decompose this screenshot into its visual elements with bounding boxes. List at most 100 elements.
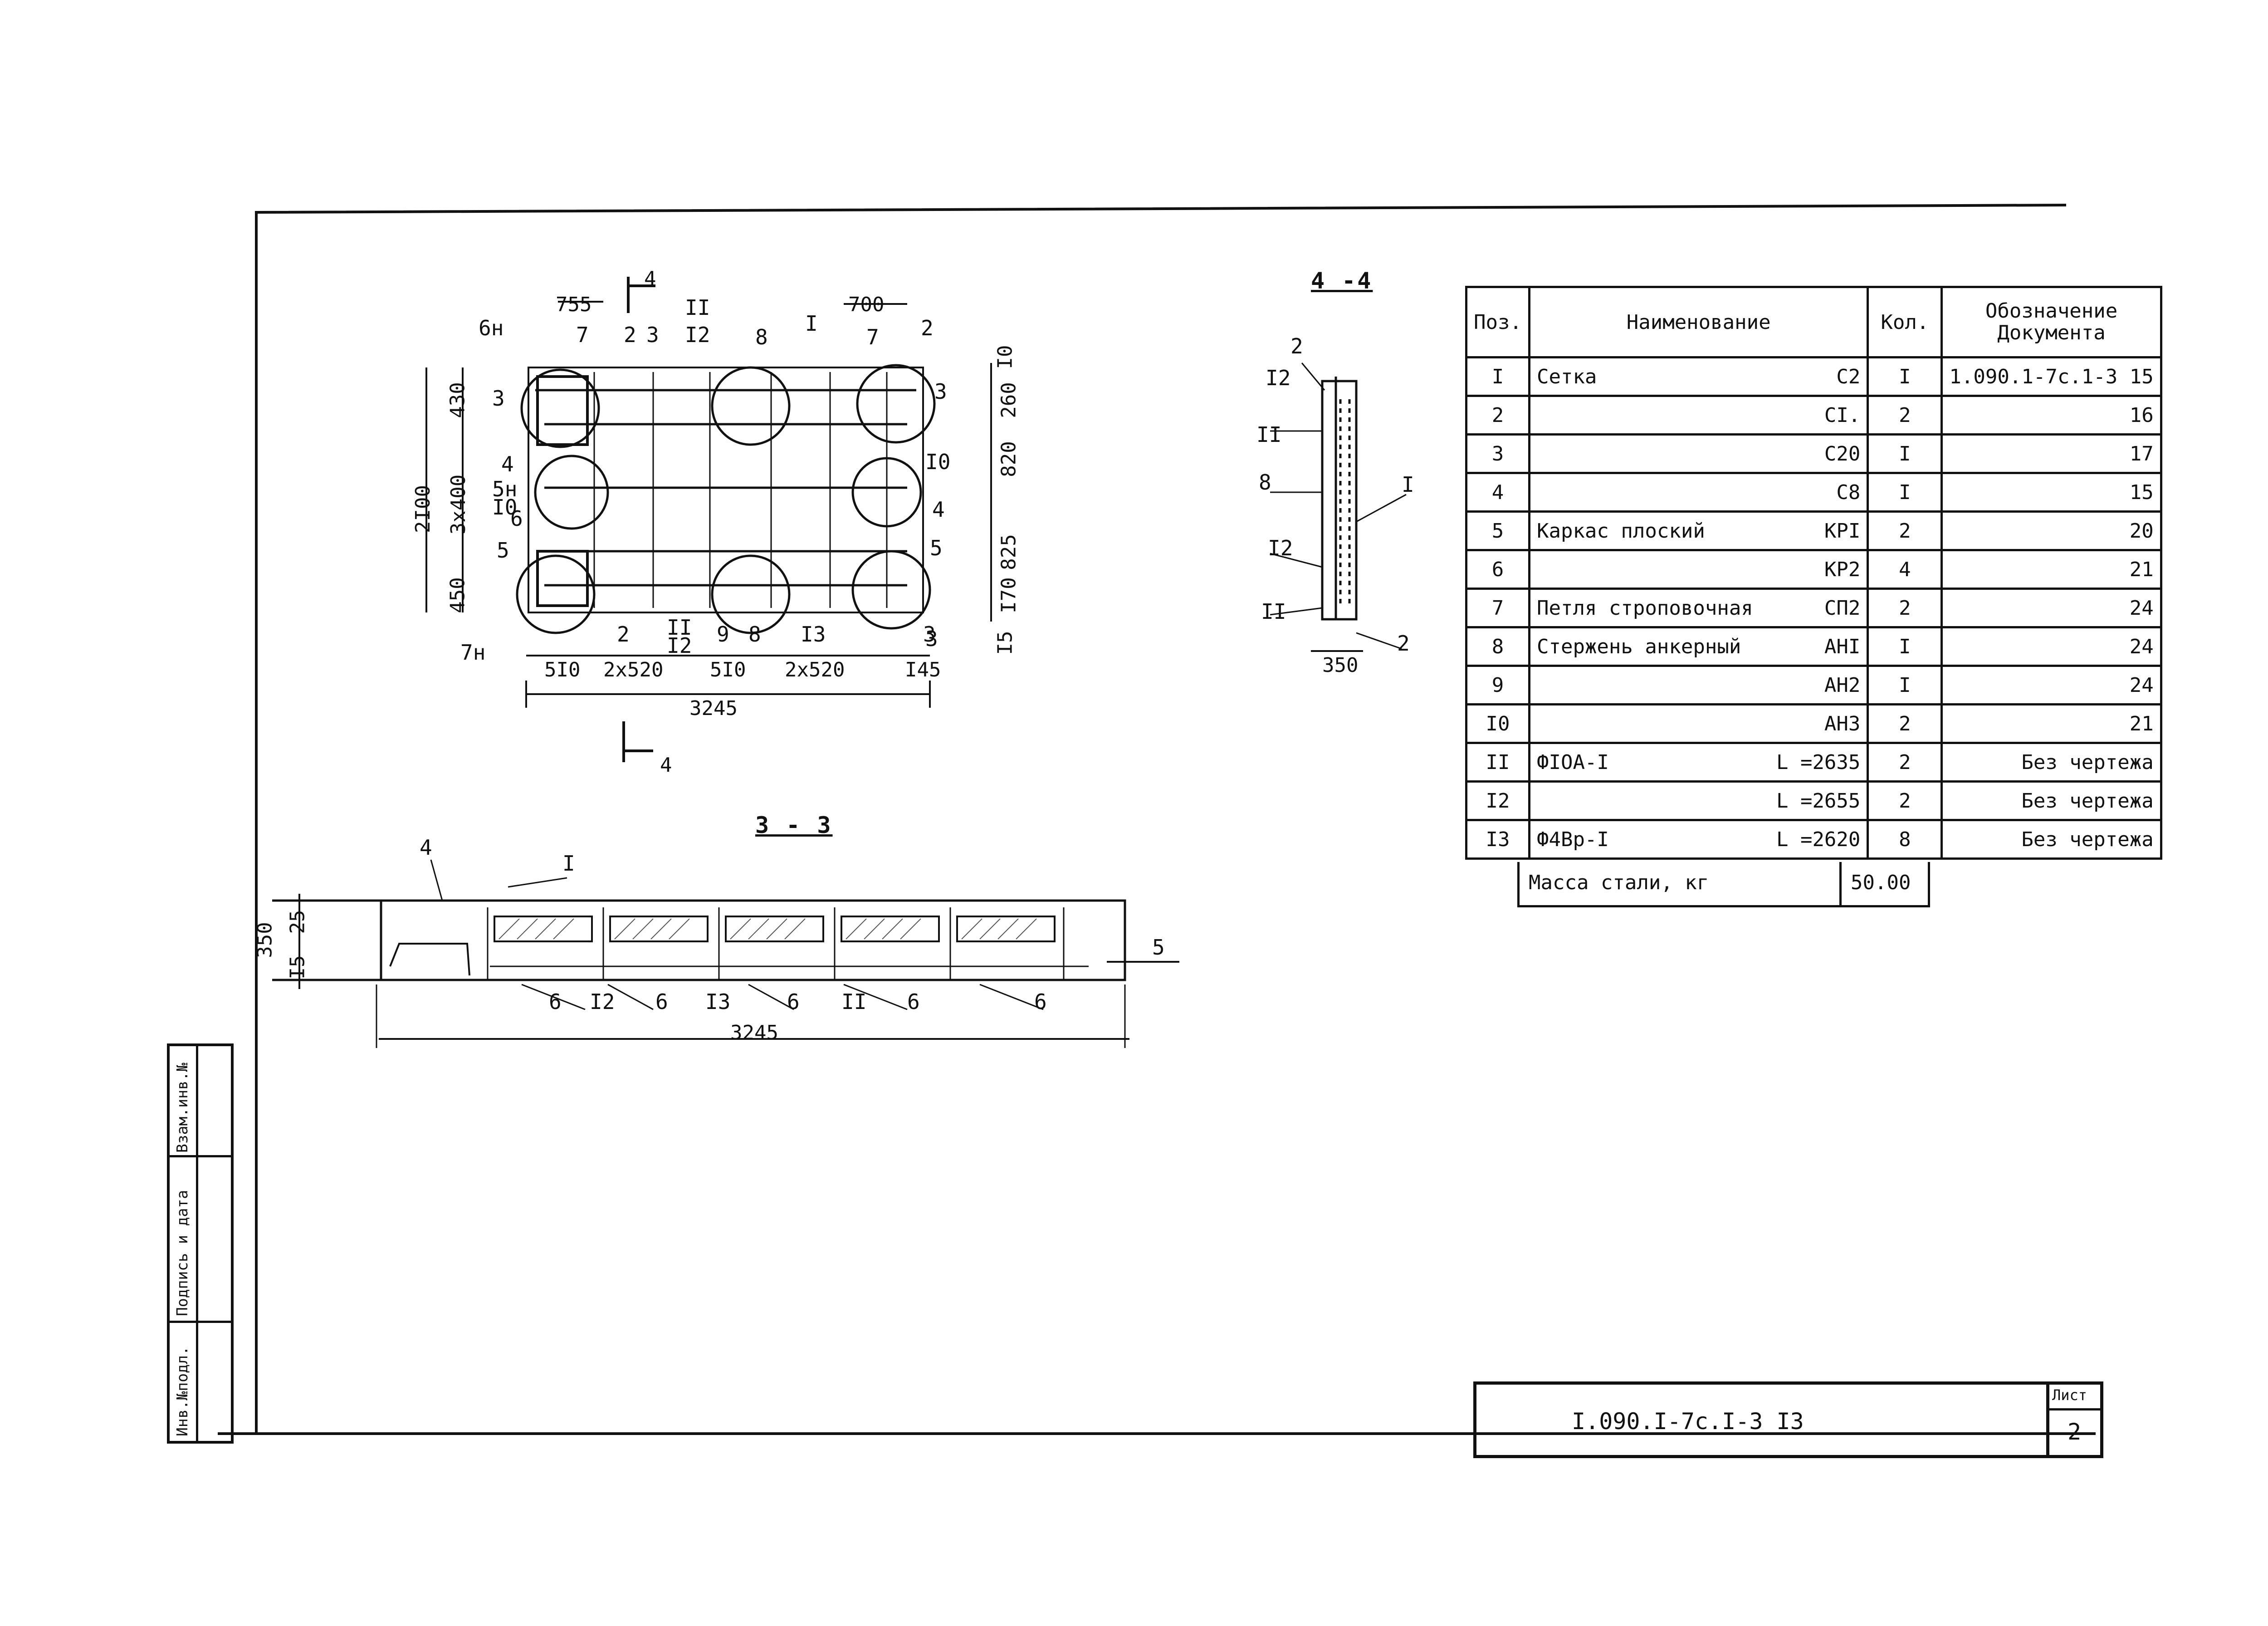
right-dim-I0: I0	[993, 345, 1017, 369]
s44-label-8: 8	[1259, 470, 1271, 495]
cell-pos: 6	[1465, 549, 1530, 590]
label-8-bottom: 8	[748, 622, 761, 646]
top-dim-right: 700	[848, 293, 885, 316]
overall-length-plan: 3245	[689, 697, 738, 720]
header-qty: Кол.	[1867, 286, 1943, 358]
cell-qty: 2	[1867, 395, 1943, 436]
callout-circle	[851, 550, 931, 630]
left-dim-3x400: 3x400	[447, 474, 470, 535]
cell-name: ФIOA-I	[1528, 742, 1770, 783]
label-I2-top: I2	[685, 323, 710, 347]
label-3-left: 3	[492, 386, 505, 411]
right-dim-825: 825	[997, 534, 1021, 570]
label-6-left: 6	[510, 506, 523, 531]
cell-pos: I3	[1465, 819, 1530, 860]
cell-qty: I	[1867, 356, 1943, 397]
top-dim-left: 755	[556, 293, 592, 316]
bottom-dim-2x520-b: 2x520	[785, 658, 845, 681]
section-4-4-view	[1270, 362, 1407, 652]
cell-name	[1528, 472, 1770, 513]
section-mark-4-bottom: 4	[660, 754, 672, 777]
callout-circle	[711, 554, 791, 634]
cell-doc: 17	[1941, 433, 2162, 474]
cell-mark: С8	[1769, 472, 1869, 513]
callout-circle	[516, 554, 596, 634]
s33-dim-350: 350	[253, 922, 277, 958]
label-6n: 6н	[479, 316, 504, 340]
label-3-top: 3	[646, 323, 659, 347]
cell-doc: Без чертежа	[1941, 742, 2162, 783]
s44-label-I: I	[1402, 472, 1414, 497]
cell-name	[1528, 549, 1770, 590]
callout-circle	[856, 364, 936, 444]
cell-doc: 24	[1941, 626, 2162, 667]
cell-qty: 8	[1867, 819, 1943, 860]
cell-doc: Без чертежа	[1941, 780, 2162, 821]
cell-name: Петля строповочная	[1528, 588, 1770, 628]
cell-pos: 4	[1465, 472, 1530, 513]
callout-circle	[520, 368, 600, 448]
specification-table: Поз. Наименование Кол. Обозначение Докум…	[1465, 286, 2162, 860]
cell-name: Стержень анкерный	[1528, 626, 1770, 667]
bottom-dim-5I0-a: 5I0	[544, 658, 581, 681]
cell-doc: Без чертежа	[1941, 819, 2162, 860]
cell-pos: I2	[1465, 780, 1530, 821]
section-4-4-title: 4 -4	[1311, 268, 1373, 294]
cell-pos: 7	[1465, 588, 1530, 628]
s33-label-II: II	[841, 989, 867, 1014]
side-stamp-sign-date: Подпись и дата	[173, 1190, 191, 1316]
cell-doc: 20	[1941, 510, 2162, 551]
mass-label: Масса стали, кг	[1529, 871, 1709, 894]
s33-label-6-c: 6	[787, 989, 800, 1014]
s33-label-4: 4	[420, 835, 432, 860]
left-dim-430: 430	[446, 382, 469, 418]
label-5n-left: 5н	[492, 477, 518, 501]
s33-label-5: 5	[1152, 935, 1165, 960]
label-II-top: II	[685, 295, 710, 320]
s33-label-6-a: 6	[549, 989, 562, 1014]
cell-doc: 21	[1941, 549, 2162, 590]
cell-mark: L =2655	[1769, 780, 1869, 821]
sheet-label: Лист	[2052, 1386, 2087, 1404]
cell-name: Сетка	[1528, 356, 1770, 397]
cell-doc: 21	[1941, 703, 2162, 744]
s33-label-6-e: 6	[1034, 989, 1047, 1014]
cell-mark: АН2	[1769, 665, 1869, 705]
table-header-row: Поз. Наименование Кол. Обозначение Докум…	[1465, 286, 2162, 358]
s44-label-II-bottom: II	[1261, 599, 1286, 624]
s33-overall-length: 3245	[730, 1021, 778, 1044]
plan-view	[425, 277, 992, 762]
document-code: I.090.I-7с.I-3 I3	[1572, 1408, 1804, 1435]
cell-qty: I	[1867, 472, 1943, 513]
cell-qty: 2	[1867, 703, 1943, 744]
cell-mark: L =2620	[1769, 819, 1869, 860]
cell-mark: КРI	[1769, 510, 1869, 551]
s44-label-I2-top: I2	[1266, 366, 1291, 390]
side-stamp: Взам.инв.№ Подпись и дата Инв.№подл.	[167, 1043, 234, 1444]
callout-circle	[851, 457, 922, 528]
cell-doc: 24	[1941, 665, 2162, 705]
callout-circle	[711, 366, 791, 446]
label-I-top: I	[805, 311, 818, 336]
cell-qty: I	[1867, 665, 1943, 705]
label-7n-left: 7н	[460, 640, 486, 665]
cell-name: Каркас плоский	[1528, 510, 1770, 551]
cell-name: Ф4Вр-I	[1528, 819, 1770, 860]
title-block: I.090.I-7с.I-3 I3 Лист 2	[1473, 1381, 2103, 1458]
cell-qty: I	[1867, 626, 1943, 667]
label-2-top: 2	[624, 323, 636, 347]
cell-mark: АНI	[1769, 626, 1869, 667]
right-dim-I70: I70	[997, 577, 1021, 613]
cell-name	[1528, 780, 1770, 821]
insulation-blocks	[494, 916, 1056, 942]
mass-row: Масса стали, кг 50.00	[1517, 862, 1930, 907]
s44-label-I2-bottom: I2	[1268, 536, 1293, 560]
section-mark-4-top: 4	[644, 267, 656, 290]
cell-qty: 2	[1867, 588, 1943, 628]
label-9-bottom: 9	[717, 622, 729, 646]
